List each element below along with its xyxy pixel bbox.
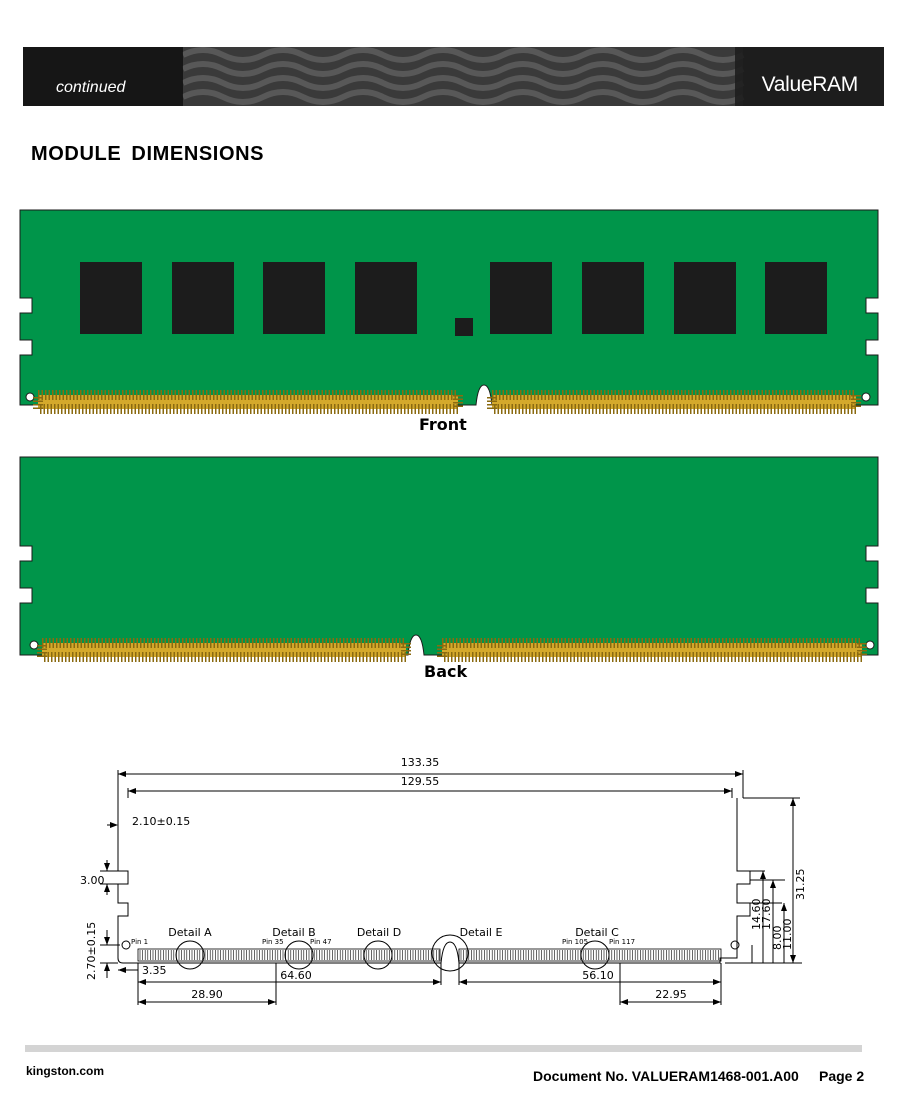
banner-texture — [23, 47, 884, 106]
dim-notch-height: 3.00 — [80, 874, 105, 887]
dim-hole-span: 129.55 — [401, 775, 440, 788]
memory-chip — [80, 262, 142, 334]
footer-document-number: Document No. VALUERAM1468-001.A00 — [533, 1068, 799, 1084]
dim-overall-length: 133.35 — [401, 756, 440, 769]
dim-h3: 8.00 — [771, 926, 784, 951]
pin-1-label: Pin 1 — [131, 938, 148, 946]
continued-label: continued — [56, 79, 126, 96]
memory-chip — [674, 262, 736, 334]
footer-website: kingston.com — [26, 1064, 105, 1078]
detail-a-label: Detail A — [168, 926, 212, 939]
dim-height: 31.25 — [794, 869, 807, 901]
memory-chip — [490, 262, 552, 334]
spd-chip — [455, 318, 473, 336]
dimension-drawing: 133.35 129.55 2.10±0.15 3.00 2.70±0.15 3… — [80, 756, 807, 1005]
pin-35-label: Pin 35 — [262, 938, 284, 946]
dim-right-key: 56.10 — [582, 969, 614, 982]
brand-label: ValueRAM — [761, 73, 859, 96]
memory-chip — [355, 262, 417, 334]
dim-hole-height: 2.70±0.15 — [85, 922, 98, 980]
memory-chip — [765, 262, 827, 334]
detail-c-label: Detail C — [575, 926, 619, 939]
header-banner: continued ValueRAM — [23, 47, 884, 106]
back-label: Back — [424, 662, 468, 681]
memory-chip — [582, 262, 644, 334]
pin-47-label: Pin 47 — [310, 938, 332, 946]
pin-117-label: Pin 117 — [609, 938, 635, 946]
detail-d-label: Detail D — [357, 926, 401, 939]
dim-h1: 14.60 — [750, 899, 763, 931]
module-back — [19, 456, 879, 662]
detail-e-label: Detail E — [460, 926, 503, 939]
dim-pin-segment: 28.90 — [191, 988, 223, 1001]
dim-h4: 11.00 — [781, 919, 794, 951]
front-label: Front — [419, 415, 467, 434]
dim-right-segment: 22.95 — [655, 988, 687, 1001]
dim-left-key: 64.60 — [280, 969, 312, 982]
pin-105-label: Pin 105 — [562, 938, 588, 946]
dim-h2: 17.60 — [760, 899, 773, 931]
section-title: MODULE DIMENSIONS — [31, 143, 265, 165]
dim-edge-offset: 2.10±0.15 — [132, 815, 190, 828]
footer-divider — [25, 1045, 862, 1052]
dim-pin1-offset: 3.35 — [142, 964, 167, 977]
footer-page-number: Page 2 — [819, 1068, 865, 1084]
module-front — [19, 209, 879, 414]
detail-b-label: Detail B — [272, 926, 315, 939]
memory-chip — [263, 262, 325, 334]
front-chips — [80, 262, 827, 336]
memory-chip — [172, 262, 234, 334]
